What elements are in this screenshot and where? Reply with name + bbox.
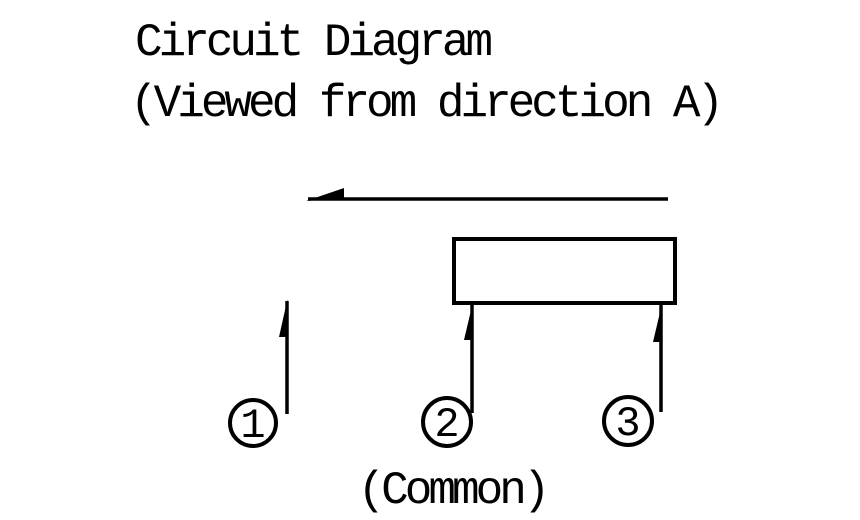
- terminal-3-arrow-head: [653, 306, 662, 342]
- direction-arrow-head: [306, 188, 344, 201]
- diagram-subtitle: (Viewed from direction A): [130, 78, 720, 130]
- terminal-1-label: 1: [240, 402, 265, 450]
- terminal-2: 2: [421, 396, 473, 449]
- terminal-2-label: 2: [434, 401, 459, 449]
- terminal-2-arrow-head: [464, 304, 473, 340]
- terminal-1-arrow-up-icon: [279, 299, 289, 414]
- terminal-1-circle: [228, 398, 278, 448]
- terminal-3: 3: [602, 395, 654, 448]
- terminal-1: 1: [228, 398, 278, 450]
- terminal-2-arrow-up-icon: [464, 303, 474, 413]
- direction-arrow-left-icon: [306, 188, 668, 201]
- terminal-1-arrow-head: [279, 299, 288, 337]
- switch-body-rect: [452, 237, 677, 305]
- terminal-3-label: 3: [615, 400, 640, 448]
- terminal-3-arrow-up-icon: [653, 305, 663, 412]
- terminal-3-circle: [602, 395, 654, 447]
- diagram-title: Circuit Diagram: [135, 17, 491, 69]
- terminal-2-circle: [421, 396, 473, 448]
- common-label: (Common): [358, 465, 547, 517]
